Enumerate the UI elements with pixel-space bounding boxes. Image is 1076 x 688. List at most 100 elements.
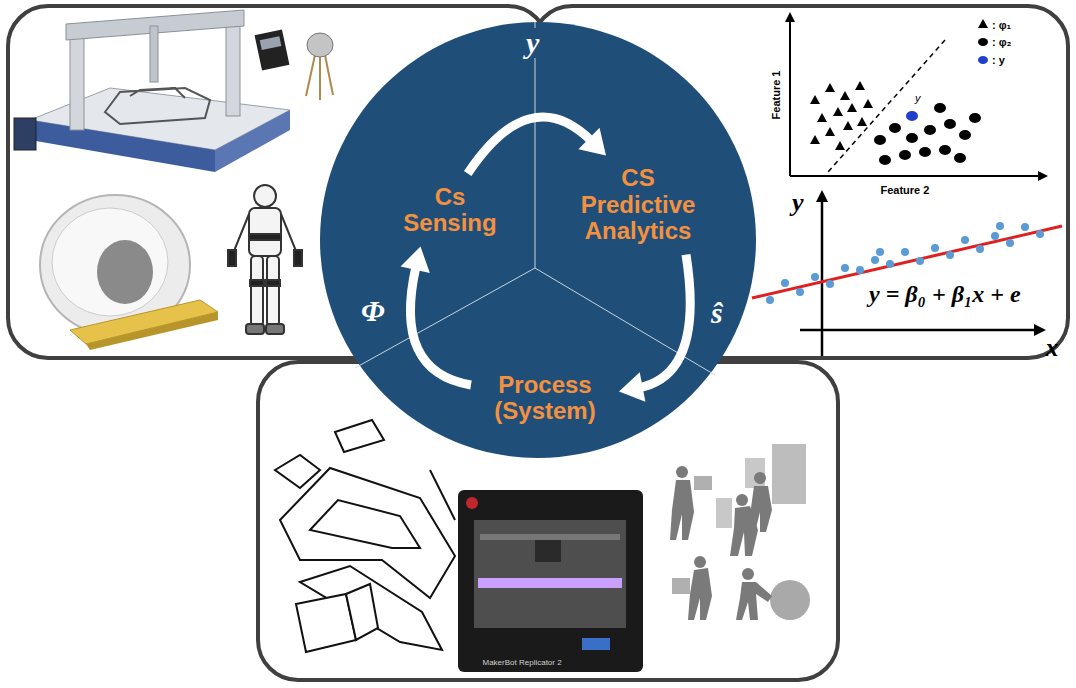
regression-plot (1006, 239, 1014, 247)
exoskeleton-figure (266, 324, 284, 334)
regression-plot (901, 248, 909, 256)
classification-plot (969, 113, 981, 123)
3d-printer (582, 638, 610, 650)
sensor-probe (319, 57, 321, 100)
classification-plot (874, 103, 981, 165)
classification-plot (855, 81, 865, 90)
classification-plot (939, 145, 951, 155)
classification-plot (889, 123, 901, 133)
exoskeleton-figure (249, 208, 281, 256)
worker-figures (688, 568, 712, 620)
classification-plot (906, 111, 918, 121)
panel (258, 362, 838, 680)
exoskeleton-figure (228, 250, 236, 266)
stage-label: Process (System) (481, 372, 609, 425)
car-body-parts (346, 584, 378, 640)
classification-plot (843, 121, 853, 130)
exoskeleton-figure (246, 324, 264, 334)
worker-figures (672, 578, 690, 594)
worker-figures (736, 582, 772, 620)
exoskeleton-figure (267, 256, 279, 326)
arrow-shaft (410, 266, 471, 385)
classification-plot (954, 153, 966, 163)
axis-label: Feature 2 (881, 184, 930, 196)
legend-sample (978, 38, 988, 46)
regression-plot (816, 190, 828, 202)
classification-plot (785, 12, 1048, 181)
arrow-shaft (468, 117, 592, 174)
cycle-circle (535, 22, 536, 268)
regression-plot (876, 248, 884, 256)
cycle-stage: Process (System) (475, 366, 615, 431)
regression-plot (976, 245, 984, 253)
classification-plot (959, 130, 971, 140)
point-label: y (915, 92, 921, 104)
classification-plot (906, 133, 918, 143)
classification-plot (879, 155, 891, 165)
car-body-parts (275, 420, 455, 652)
axis-label: Feature 1 (770, 71, 782, 120)
regression-equation: y = β₀ + β₁x + e (869, 281, 1021, 308)
sensor-chip (260, 36, 282, 50)
exoskeleton-figure (266, 280, 280, 286)
legend-text: : y (992, 54, 1005, 66)
car-body-parts (430, 470, 455, 520)
3d-printer (535, 540, 561, 562)
cycle-stage: Cs Sensing (391, 178, 509, 243)
worker-figures (745, 458, 765, 488)
sensor-probe (307, 33, 333, 57)
sensor-probe (325, 55, 333, 95)
sensor-probe (306, 55, 315, 96)
regression-plot (811, 273, 819, 281)
worker-figures (670, 480, 694, 540)
mri-scanner (97, 240, 153, 304)
exoskeleton-figure (254, 185, 276, 207)
signal-symbol: y (523, 28, 542, 58)
exoskeleton-figure (250, 280, 264, 286)
cycle-arrow (619, 255, 690, 402)
classification-plot (810, 95, 820, 104)
exoskeleton-figure (251, 256, 263, 326)
measuring-machine (70, 30, 84, 130)
panels (8, 6, 1068, 680)
regression-plot (946, 251, 954, 259)
worker-figures (670, 444, 810, 620)
regression-plot (871, 256, 879, 264)
measuring-machine (226, 16, 240, 116)
classification-plot (833, 107, 843, 116)
classification-plot (934, 103, 946, 113)
legend-text: : φ₁ (992, 19, 1011, 31)
measuring-machine (215, 110, 290, 172)
cycle-arrow (401, 246, 471, 385)
regression-plot (821, 200, 824, 356)
regression-plot (856, 266, 864, 274)
regression-plot (781, 279, 789, 287)
mri-scanner (40, 195, 218, 350)
signal-symbol: ŝ (708, 298, 726, 328)
classification-plot (789, 20, 791, 176)
signal-symbol: Φ (358, 296, 388, 326)
worker-figures (694, 556, 706, 568)
worker-figures (770, 580, 810, 620)
sensor-probe (306, 33, 333, 100)
arrow-head (401, 246, 430, 273)
cycle-circle (320, 22, 756, 458)
classification-plot (899, 150, 911, 160)
regression-plot (961, 236, 969, 244)
legend-text: : φ₂ (992, 36, 1011, 48)
classification-plot (944, 119, 956, 129)
axis-label: x (1046, 333, 1059, 363)
3d-printer (458, 490, 643, 672)
mri-scanner (52, 208, 168, 316)
classification-plot (857, 117, 867, 126)
regression-plot (1034, 324, 1046, 336)
legend-sample (978, 19, 988, 28)
classification-plot (810, 135, 820, 144)
arrow-shaft (639, 255, 691, 388)
classification-plot (825, 127, 835, 136)
mri-scanner (86, 312, 218, 350)
regression-plot (931, 244, 939, 252)
